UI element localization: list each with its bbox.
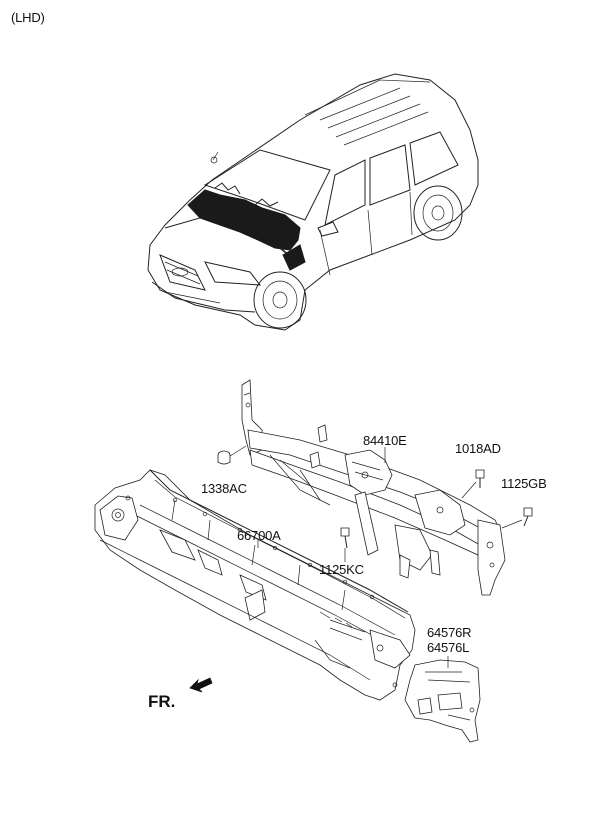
part-label-1125gb[interactable]: 1125GB	[501, 476, 547, 491]
part-label-84410e[interactable]: 84410E	[363, 433, 407, 448]
part-label-1338ac[interactable]: 1338AC	[201, 481, 247, 496]
leader-lines	[257, 447, 449, 668]
bolt-1125kc	[340, 527, 350, 549]
front-direction-label: FR.	[148, 692, 176, 711]
part-label-64576l[interactable]: 64576L	[427, 640, 470, 655]
cowl-panel	[94, 469, 416, 701]
bolt-1338ac	[217, 445, 247, 465]
part-label-64576r[interactable]: 64576R	[427, 625, 472, 640]
highlighted-cowl-region	[187, 189, 301, 251]
side-panel	[404, 659, 481, 743]
crossmember-assembly	[241, 379, 506, 596]
variant-label: (LHD)	[11, 10, 45, 25]
front-direction-arrow-icon	[189, 677, 213, 693]
bolt-1018ad	[461, 469, 485, 499]
vehicle-illustration	[147, 73, 479, 331]
part-label-1125kc[interactable]: 1125KC	[319, 562, 364, 577]
part-label-66700a[interactable]: 66700A	[237, 528, 281, 543]
bolt-1125gb	[501, 507, 533, 529]
part-label-1018ad[interactable]: 1018AD	[455, 441, 501, 456]
